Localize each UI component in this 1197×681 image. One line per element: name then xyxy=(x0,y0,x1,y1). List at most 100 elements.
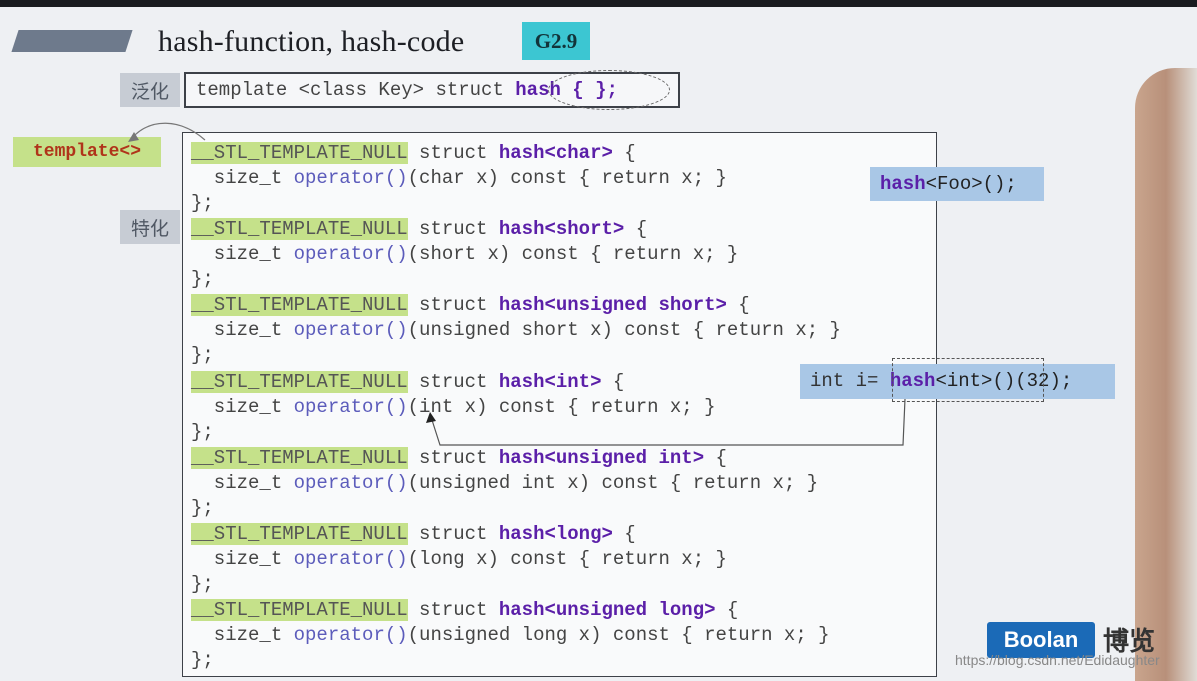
struct-keyword: struct xyxy=(407,370,499,393)
watermark-url: https://blog.csdn.net/Edidaughter xyxy=(955,652,1160,668)
open-brace: { xyxy=(624,218,648,241)
stl-null-macro: __STL_TEMPLATE_NULL xyxy=(191,294,408,317)
operator-line: size_t operator()(char x) const { return… xyxy=(191,166,727,190)
int-call-arrow xyxy=(431,398,906,446)
struct-keyword: struct xyxy=(407,294,499,317)
operator-line: size_t operator()(unsigned int x) const … xyxy=(191,471,818,495)
slide-title: hash-function, hash-code xyxy=(158,25,465,58)
size-t-type: size_t xyxy=(191,243,294,266)
size-t-type: size_t xyxy=(191,548,294,570)
stl-null-macro: __STL_TEMPLATE_NULL xyxy=(191,599,408,622)
struct-decl-line: __STL_TEMPLATE_NULL struct hash<char> { xyxy=(191,141,636,165)
hash-keyword: hash xyxy=(498,294,545,317)
stl-null-macro: __STL_TEMPLATE_NULL xyxy=(191,142,408,164)
struct-decl-line: __STL_TEMPLATE_NULL struct hash<unsigned… xyxy=(191,293,750,317)
struct-decl-line: __STL_TEMPLATE_NULL struct hash<int> { xyxy=(191,370,624,394)
type-parameter: <unsigned int> xyxy=(544,446,705,469)
specialization-code-block: __STL_TEMPLATE_NULL struct hash<char> { … xyxy=(182,132,937,677)
struct-keyword: struct xyxy=(407,218,499,241)
template-arrow xyxy=(131,122,206,141)
operator-body: (char x) const { return x; } xyxy=(407,167,727,189)
stl-null-macro: __STL_TEMPLATE_NULL xyxy=(191,218,408,241)
operator-call: operator() xyxy=(293,243,408,266)
size-t-type: size_t xyxy=(191,395,294,418)
size-t-type: size_t xyxy=(191,624,294,647)
hash-highlight-ellipse xyxy=(548,70,670,110)
stl-null-macro: __STL_TEMPLATE_NULL xyxy=(191,523,408,545)
struct-decl-line: __STL_TEMPLATE_NULL struct hash<unsigned… xyxy=(191,446,727,470)
closing-brace-line: }; xyxy=(191,420,214,443)
int-hash-rest: <int>()(32); xyxy=(935,370,1073,392)
type-parameter: <unsigned long> xyxy=(544,599,716,622)
operator-body: (unsigned int x) const { return x; } xyxy=(407,471,819,494)
operator-call: operator() xyxy=(293,548,408,570)
foo-hash-rest: <Foo>(); xyxy=(925,173,1017,195)
closing-brace-line: }; xyxy=(191,573,214,595)
operator-call: operator() xyxy=(293,167,408,189)
open-brace: { xyxy=(715,599,739,622)
int-hash-prefix: int i= xyxy=(810,370,890,392)
specialization-tag: 特化 xyxy=(120,210,180,244)
closing-brace-line: }; xyxy=(191,268,214,291)
hash-keyword: hash xyxy=(498,370,545,393)
closing-brace-line: }; xyxy=(191,192,214,214)
operator-line: size_t operator()(unsigned short x) cons… xyxy=(191,318,841,342)
struct-keyword: struct xyxy=(407,446,499,469)
template-arrow-head xyxy=(128,132,139,142)
struct-decl-line: __STL_TEMPLATE_NULL struct hash<short> { xyxy=(191,217,647,241)
struct-decl-line: __STL_TEMPLATE_NULL struct hash<unsigned… xyxy=(191,598,738,622)
size-t-type: size_t xyxy=(191,167,294,189)
operator-body: (unsigned short x) const { return x; } xyxy=(407,319,841,342)
foo-hash-keyword: hash xyxy=(880,173,926,195)
presenter-image xyxy=(1135,68,1197,681)
primary-template-prefix: template <class Key> struct xyxy=(196,79,516,101)
size-t-type: size_t xyxy=(191,471,294,494)
boolan-logo-chinese: 博览 xyxy=(1103,627,1156,657)
stl-null-macro: __STL_TEMPLATE_NULL xyxy=(191,370,408,393)
closing-brace-line: }; xyxy=(191,344,214,367)
open-brace: { xyxy=(601,370,625,393)
top-bar xyxy=(0,0,1197,7)
operator-call: operator() xyxy=(293,319,408,342)
version-badge: G2.9 xyxy=(522,22,590,60)
operator-body: (int x) const { return x; } xyxy=(407,395,716,418)
struct-keyword: struct xyxy=(407,599,499,622)
boolan-logo: Boolan xyxy=(987,622,1095,658)
struct-keyword: struct xyxy=(407,523,499,545)
open-brace: { xyxy=(704,446,727,469)
open-brace: { xyxy=(726,294,750,317)
template-specialization-tag: template<> xyxy=(13,137,161,167)
closing-brace-line: }; xyxy=(191,649,214,672)
operator-body: (short x) const { return x; } xyxy=(407,243,739,266)
type-parameter: <int> xyxy=(544,370,602,393)
hash-keyword: hash xyxy=(498,446,545,469)
operator-line: size_t operator()(short x) const { retur… xyxy=(191,242,739,266)
int-hash-dashed-box xyxy=(892,358,1044,402)
hash-keyword: hash xyxy=(498,218,545,241)
int-hash-keyword: hash xyxy=(889,370,936,392)
operator-body: (long x) const { return x; } xyxy=(407,548,727,570)
open-brace: { xyxy=(612,142,636,164)
hash-keyword: hash xyxy=(498,523,545,545)
int-call-arrow-head xyxy=(426,412,436,423)
size-t-type: size_t xyxy=(191,319,294,342)
operator-body: (unsigned long x) const { return x; } xyxy=(407,624,830,647)
type-parameter: <short> xyxy=(544,218,625,241)
foo-hash-callout: hash<Foo>(); xyxy=(870,167,1044,201)
struct-decl-line: __STL_TEMPLATE_NULL struct hash<long> { xyxy=(191,522,636,546)
operator-line: size_t operator()(long x) const { return… xyxy=(191,547,727,571)
type-parameter: <char> xyxy=(544,142,613,164)
operator-call: operator() xyxy=(293,471,408,494)
struct-keyword: struct xyxy=(407,142,499,164)
operator-line: size_t operator()(int x) const { return … xyxy=(191,395,716,419)
closing-brace-line: }; xyxy=(191,496,214,519)
generalization-tag: 泛化 xyxy=(120,73,180,107)
operator-call: operator() xyxy=(293,624,408,647)
operator-line: size_t operator()(unsigned long x) const… xyxy=(191,623,830,647)
type-parameter: <long> xyxy=(544,523,613,545)
stl-null-macro: __STL_TEMPLATE_NULL xyxy=(191,446,408,469)
hash-keyword: hash xyxy=(498,142,545,164)
hash-keyword: hash xyxy=(498,599,545,622)
operator-call: operator() xyxy=(293,395,408,418)
